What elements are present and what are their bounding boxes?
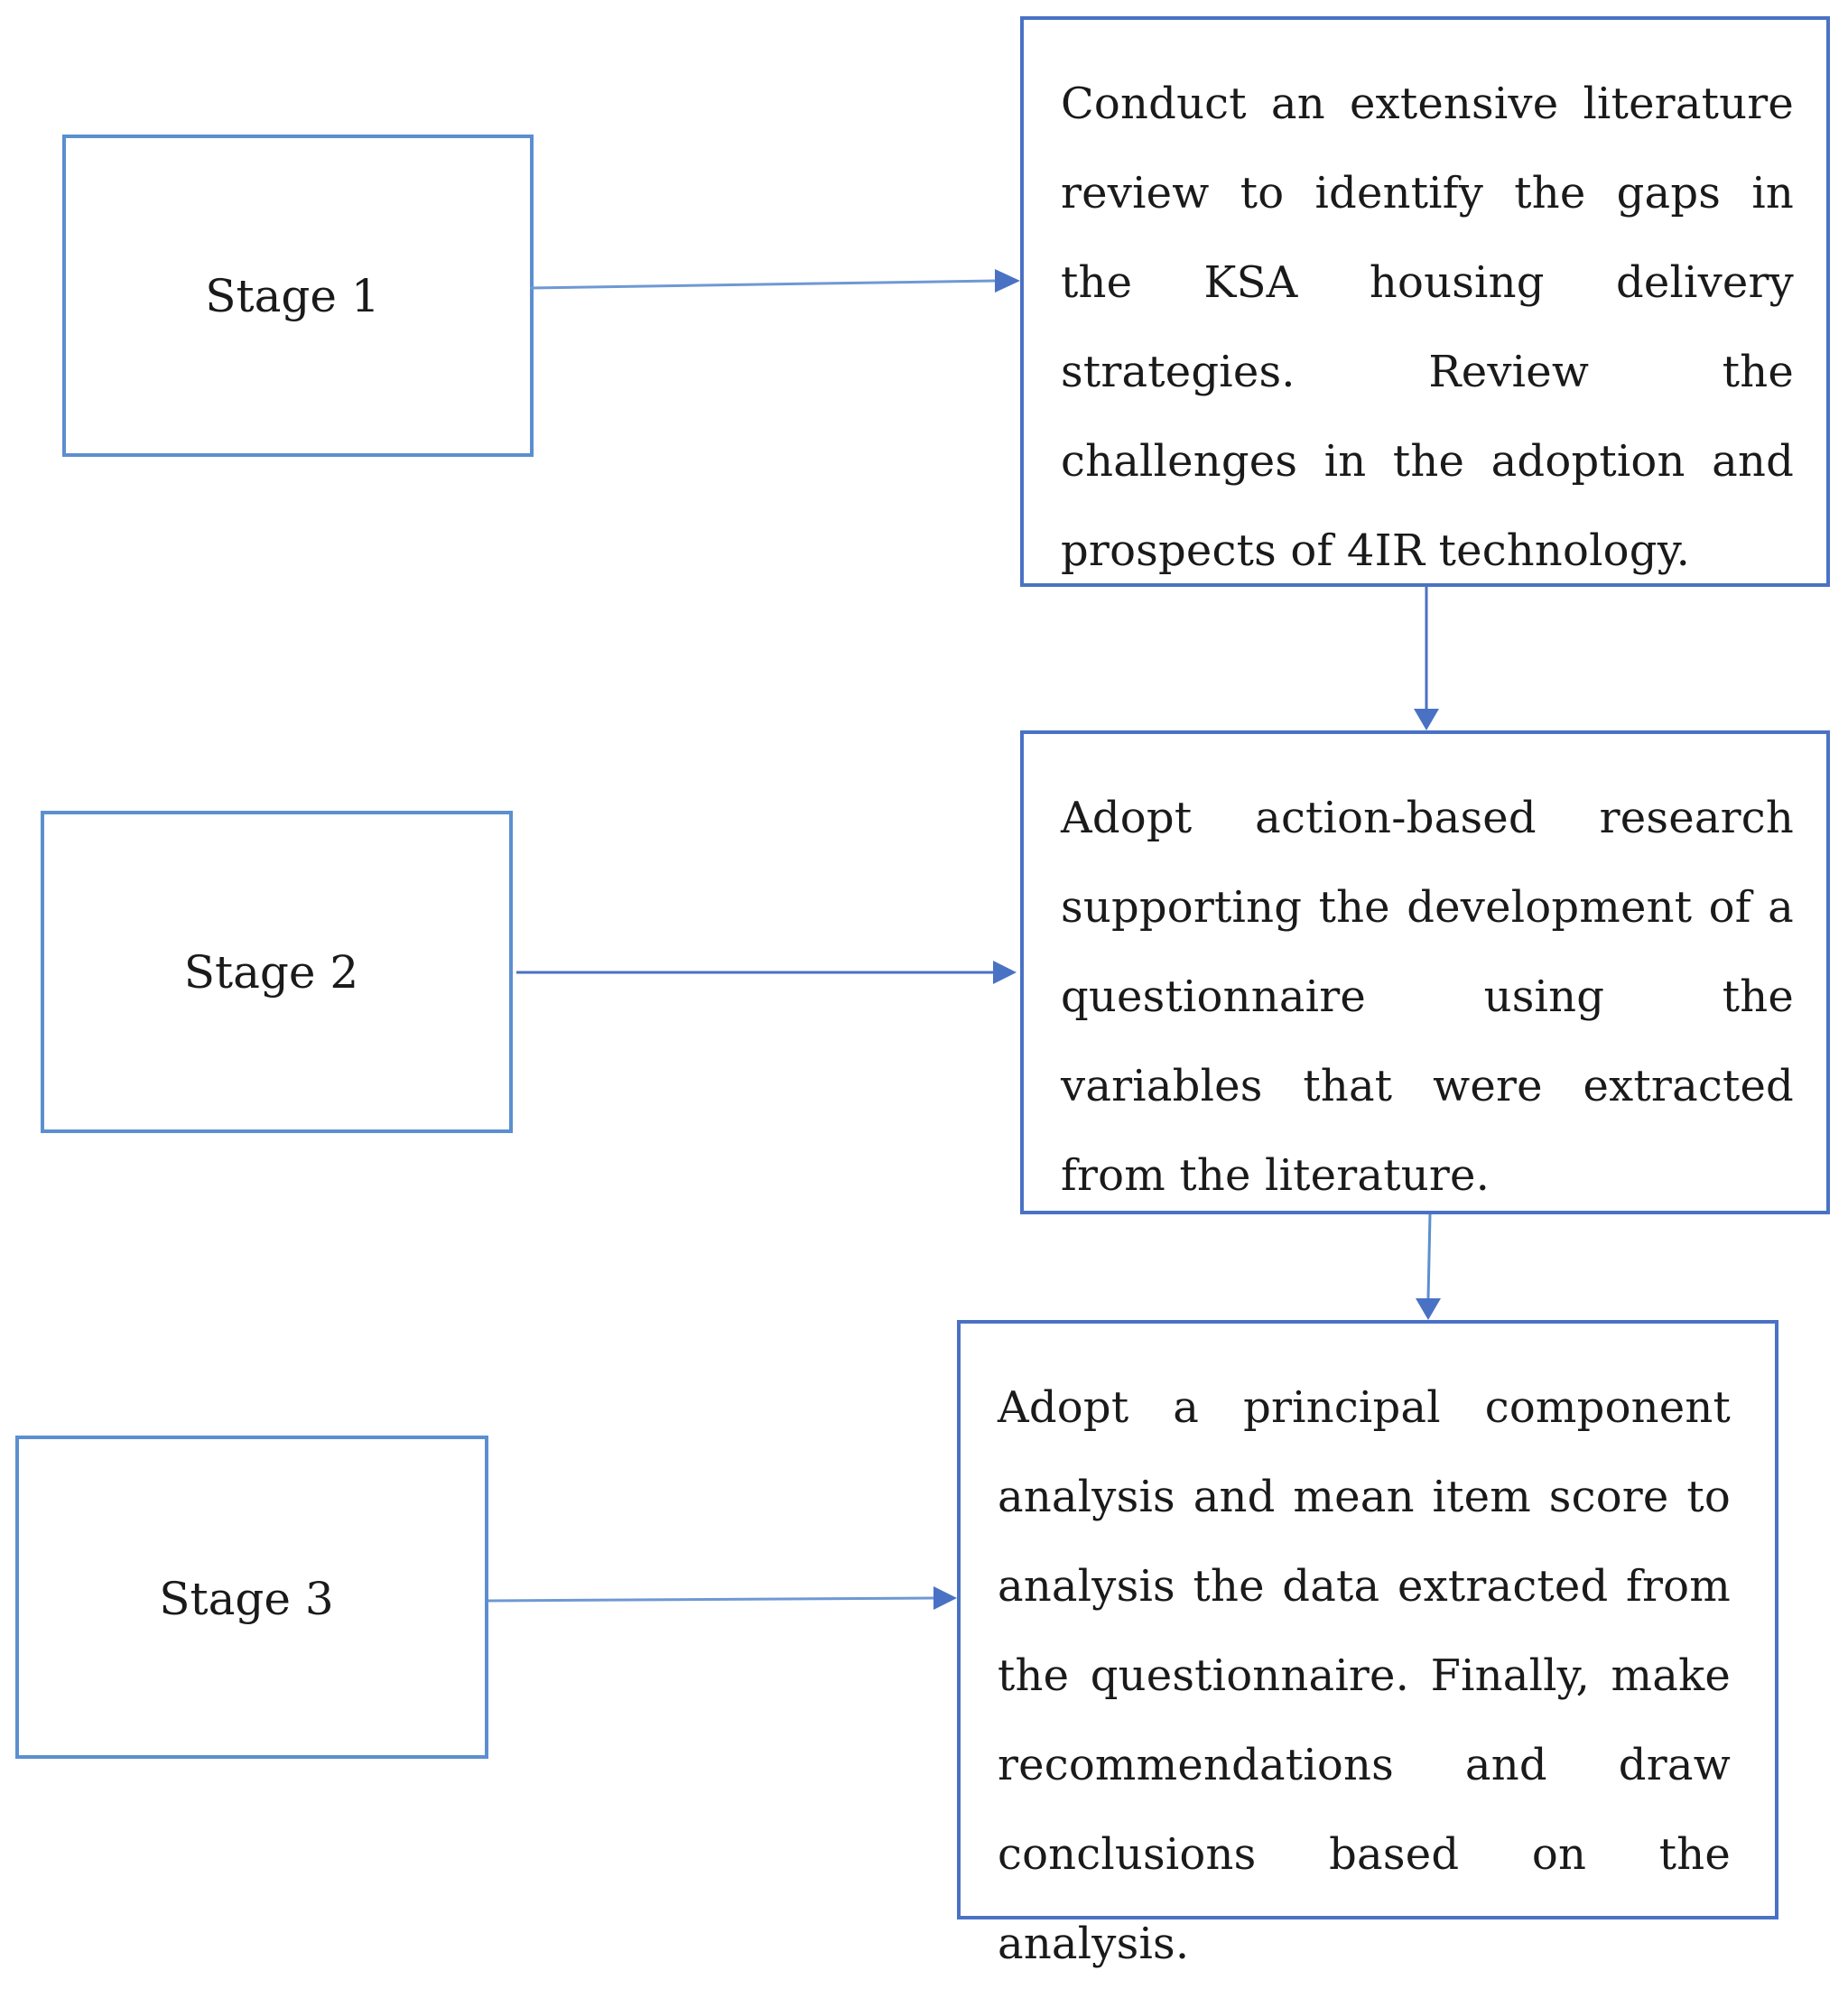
stage-1-box: Stage 1 <box>62 135 534 457</box>
stage-2-description: Adopt action-based research sup­porting … <box>1061 793 1794 1201</box>
arrow-stage-2-to-description <box>516 961 1017 984</box>
stage-2-box: Stage 2 <box>41 811 513 1133</box>
stage-3-label: Stage 3 <box>159 1573 334 1625</box>
arrow-description-2-to-3 <box>1416 1213 1441 1320</box>
stage-2-description-box: Adopt action-based research sup­porting … <box>1020 730 1830 1214</box>
arrow-stage-3-to-description <box>488 1586 957 1610</box>
stage-1-description-box: Conduct an extensive literature re­view … <box>1020 16 1830 587</box>
stage-1-description: Conduct an extensive literature re­view … <box>1061 79 1794 576</box>
stage-3-box: Stage 3 <box>15 1436 488 1759</box>
stage-2-label: Stage 2 <box>183 945 359 999</box>
stage-1-label: Stage 1 <box>205 269 380 322</box>
stage-3-description: Adopt a principal component anal­ysis an… <box>998 1382 1731 1969</box>
stage-3-description-box: Adopt a principal component anal­ysis an… <box>957 1320 1778 1969</box>
arrow-stage-1-to-description <box>529 269 1020 293</box>
arrow-description-1-to-2 <box>1414 587 1439 730</box>
